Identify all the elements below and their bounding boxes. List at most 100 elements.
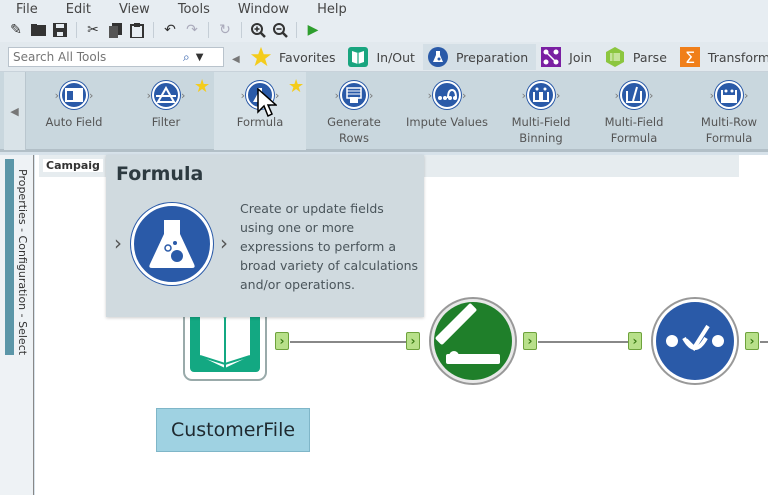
category-transform[interactable]: Σ Transform	[675, 44, 768, 70]
menu-edit[interactable]: Edit	[65, 1, 91, 17]
toolbar-separator	[153, 22, 154, 38]
menu-file[interactable]: File	[16, 1, 38, 17]
output-anchor[interactable]: ›	[523, 332, 537, 350]
toolbar: ✎ ✂ ↶ ↷ ↻ ▶	[0, 18, 768, 42]
output-anchor[interactable]: ›	[745, 332, 759, 350]
undo-icon[interactable]: ↶	[164, 22, 176, 38]
new-icon[interactable]: ✎	[10, 22, 22, 38]
sigma-icon: Σ	[679, 46, 701, 68]
chevron-right-icon: ›	[220, 231, 228, 255]
input-anchor[interactable]: ›	[628, 332, 642, 350]
category-favorites[interactable]: Favorites	[246, 44, 343, 70]
paste-icon[interactable]	[129, 22, 145, 38]
menu-view[interactable]: View	[118, 1, 150, 17]
save-icon[interactable]	[52, 22, 68, 38]
tool-tooltip: Formula › › Create or update fields usin…	[106, 155, 424, 317]
chevron-right-icon: ›	[114, 231, 122, 255]
tool-label: Impute Values	[406, 115, 488, 129]
favorite-star-icon: ★	[288, 76, 305, 97]
mouse-cursor-icon	[257, 88, 277, 118]
multi-row-formula-icon	[715, 81, 743, 109]
menu-tools[interactable]: Tools	[177, 1, 210, 17]
toolbar-separator	[208, 22, 209, 38]
search-box[interactable]: ⌕ ▼	[8, 47, 224, 67]
book-icon	[347, 46, 369, 68]
search-input[interactable]	[9, 50, 179, 64]
properties-rail: Properties - Configuration - Select	[0, 155, 34, 495]
menu-help[interactable]: Help	[317, 1, 347, 17]
properties-rail-label[interactable]: Properties - Configuration - Select	[16, 169, 29, 356]
tool-category-bar: ⌕ ▼ ◀ Favorites In/Out Preparation Jo	[0, 42, 768, 72]
tooltip-title: Formula	[116, 163, 204, 185]
generate-rows-icon	[340, 81, 368, 109]
zoom-out-icon[interactable]	[272, 22, 288, 38]
category-label: In/Out	[376, 49, 415, 65]
category-label: Preparation	[455, 49, 529, 65]
tool-auto-field[interactable]: › › Auto Field	[38, 72, 110, 150]
category-label: Parse	[632, 49, 667, 65]
formula-icon	[131, 203, 213, 285]
svg-text:Σ: Σ	[685, 48, 695, 67]
tool-palette: ◀ › › Auto Field › › Filter ★ › › Formul…	[0, 72, 768, 152]
impute-values-icon	[433, 81, 461, 109]
auto-field-icon	[60, 81, 88, 109]
palette-scroll-left-icon[interactable]: ◀	[4, 72, 26, 150]
properties-tab[interactable]	[5, 159, 14, 355]
tool-filter[interactable]: › › Filter	[130, 72, 202, 150]
tool-label: Formula	[236, 115, 284, 129]
parse-icon	[604, 46, 626, 68]
tool-impute-values[interactable]: › › Impute Values	[402, 72, 492, 150]
category-scroll-left-icon[interactable]: ◀	[232, 54, 240, 65]
refresh-icon[interactable]: ↻	[219, 22, 231, 38]
input-node-annotation[interactable]: CustomerFile	[156, 408, 310, 452]
select-ruler-icon	[429, 297, 517, 385]
join-icon	[540, 46, 562, 68]
unique-check-icon	[651, 297, 739, 385]
category-parse[interactable]: Parse	[600, 44, 675, 70]
menu-window[interactable]: Window	[237, 1, 290, 17]
redo-icon[interactable]: ↷	[186, 22, 198, 38]
filter-icon	[152, 81, 180, 109]
multi-field-binning-icon	[527, 81, 555, 109]
tool-label: Auto Field	[45, 115, 103, 129]
output-anchor[interactable]: ›	[275, 332, 289, 350]
zoom-in-icon[interactable]	[250, 22, 266, 38]
open-icon[interactable]	[30, 22, 46, 38]
select-node[interactable]	[428, 296, 518, 386]
menu-bar: File Edit View Tools Window Help	[0, 0, 768, 18]
category-label: Join	[569, 49, 592, 65]
document-tab[interactable]: Campaig	[43, 159, 103, 172]
connection-line[interactable]	[290, 341, 406, 343]
toolbar-separator	[296, 22, 297, 38]
connection-line[interactable]	[538, 341, 628, 343]
category-in-out[interactable]: In/Out	[343, 44, 422, 70]
unique-node[interactable]	[650, 296, 740, 386]
flask-icon	[427, 46, 449, 68]
cut-icon[interactable]: ✂	[87, 22, 99, 38]
toolbar-separator	[241, 22, 242, 38]
connection-line[interactable]	[760, 341, 768, 343]
category-tabs: Favorites In/Out Preparation Join Parse	[246, 44, 768, 70]
toolbar-separator	[76, 22, 77, 38]
star-icon	[250, 46, 272, 68]
tooltip-description: Create or update fields using one or mor…	[240, 201, 419, 292]
run-icon[interactable]: ▶	[307, 22, 319, 38]
search-icon[interactable]: ⌕	[183, 49, 190, 64]
input-anchor[interactable]: ›	[406, 332, 420, 350]
category-label: Transform	[707, 49, 768, 65]
copy-icon[interactable]	[107, 22, 123, 38]
favorite-star-icon: ★	[194, 76, 211, 97]
tool-label: Filter	[151, 115, 181, 129]
category-join[interactable]: Join	[536, 44, 600, 70]
category-preparation[interactable]: Preparation	[422, 44, 537, 70]
search-dropdown-icon[interactable]: ▼	[195, 51, 204, 63]
multi-field-formula-icon	[620, 81, 648, 109]
